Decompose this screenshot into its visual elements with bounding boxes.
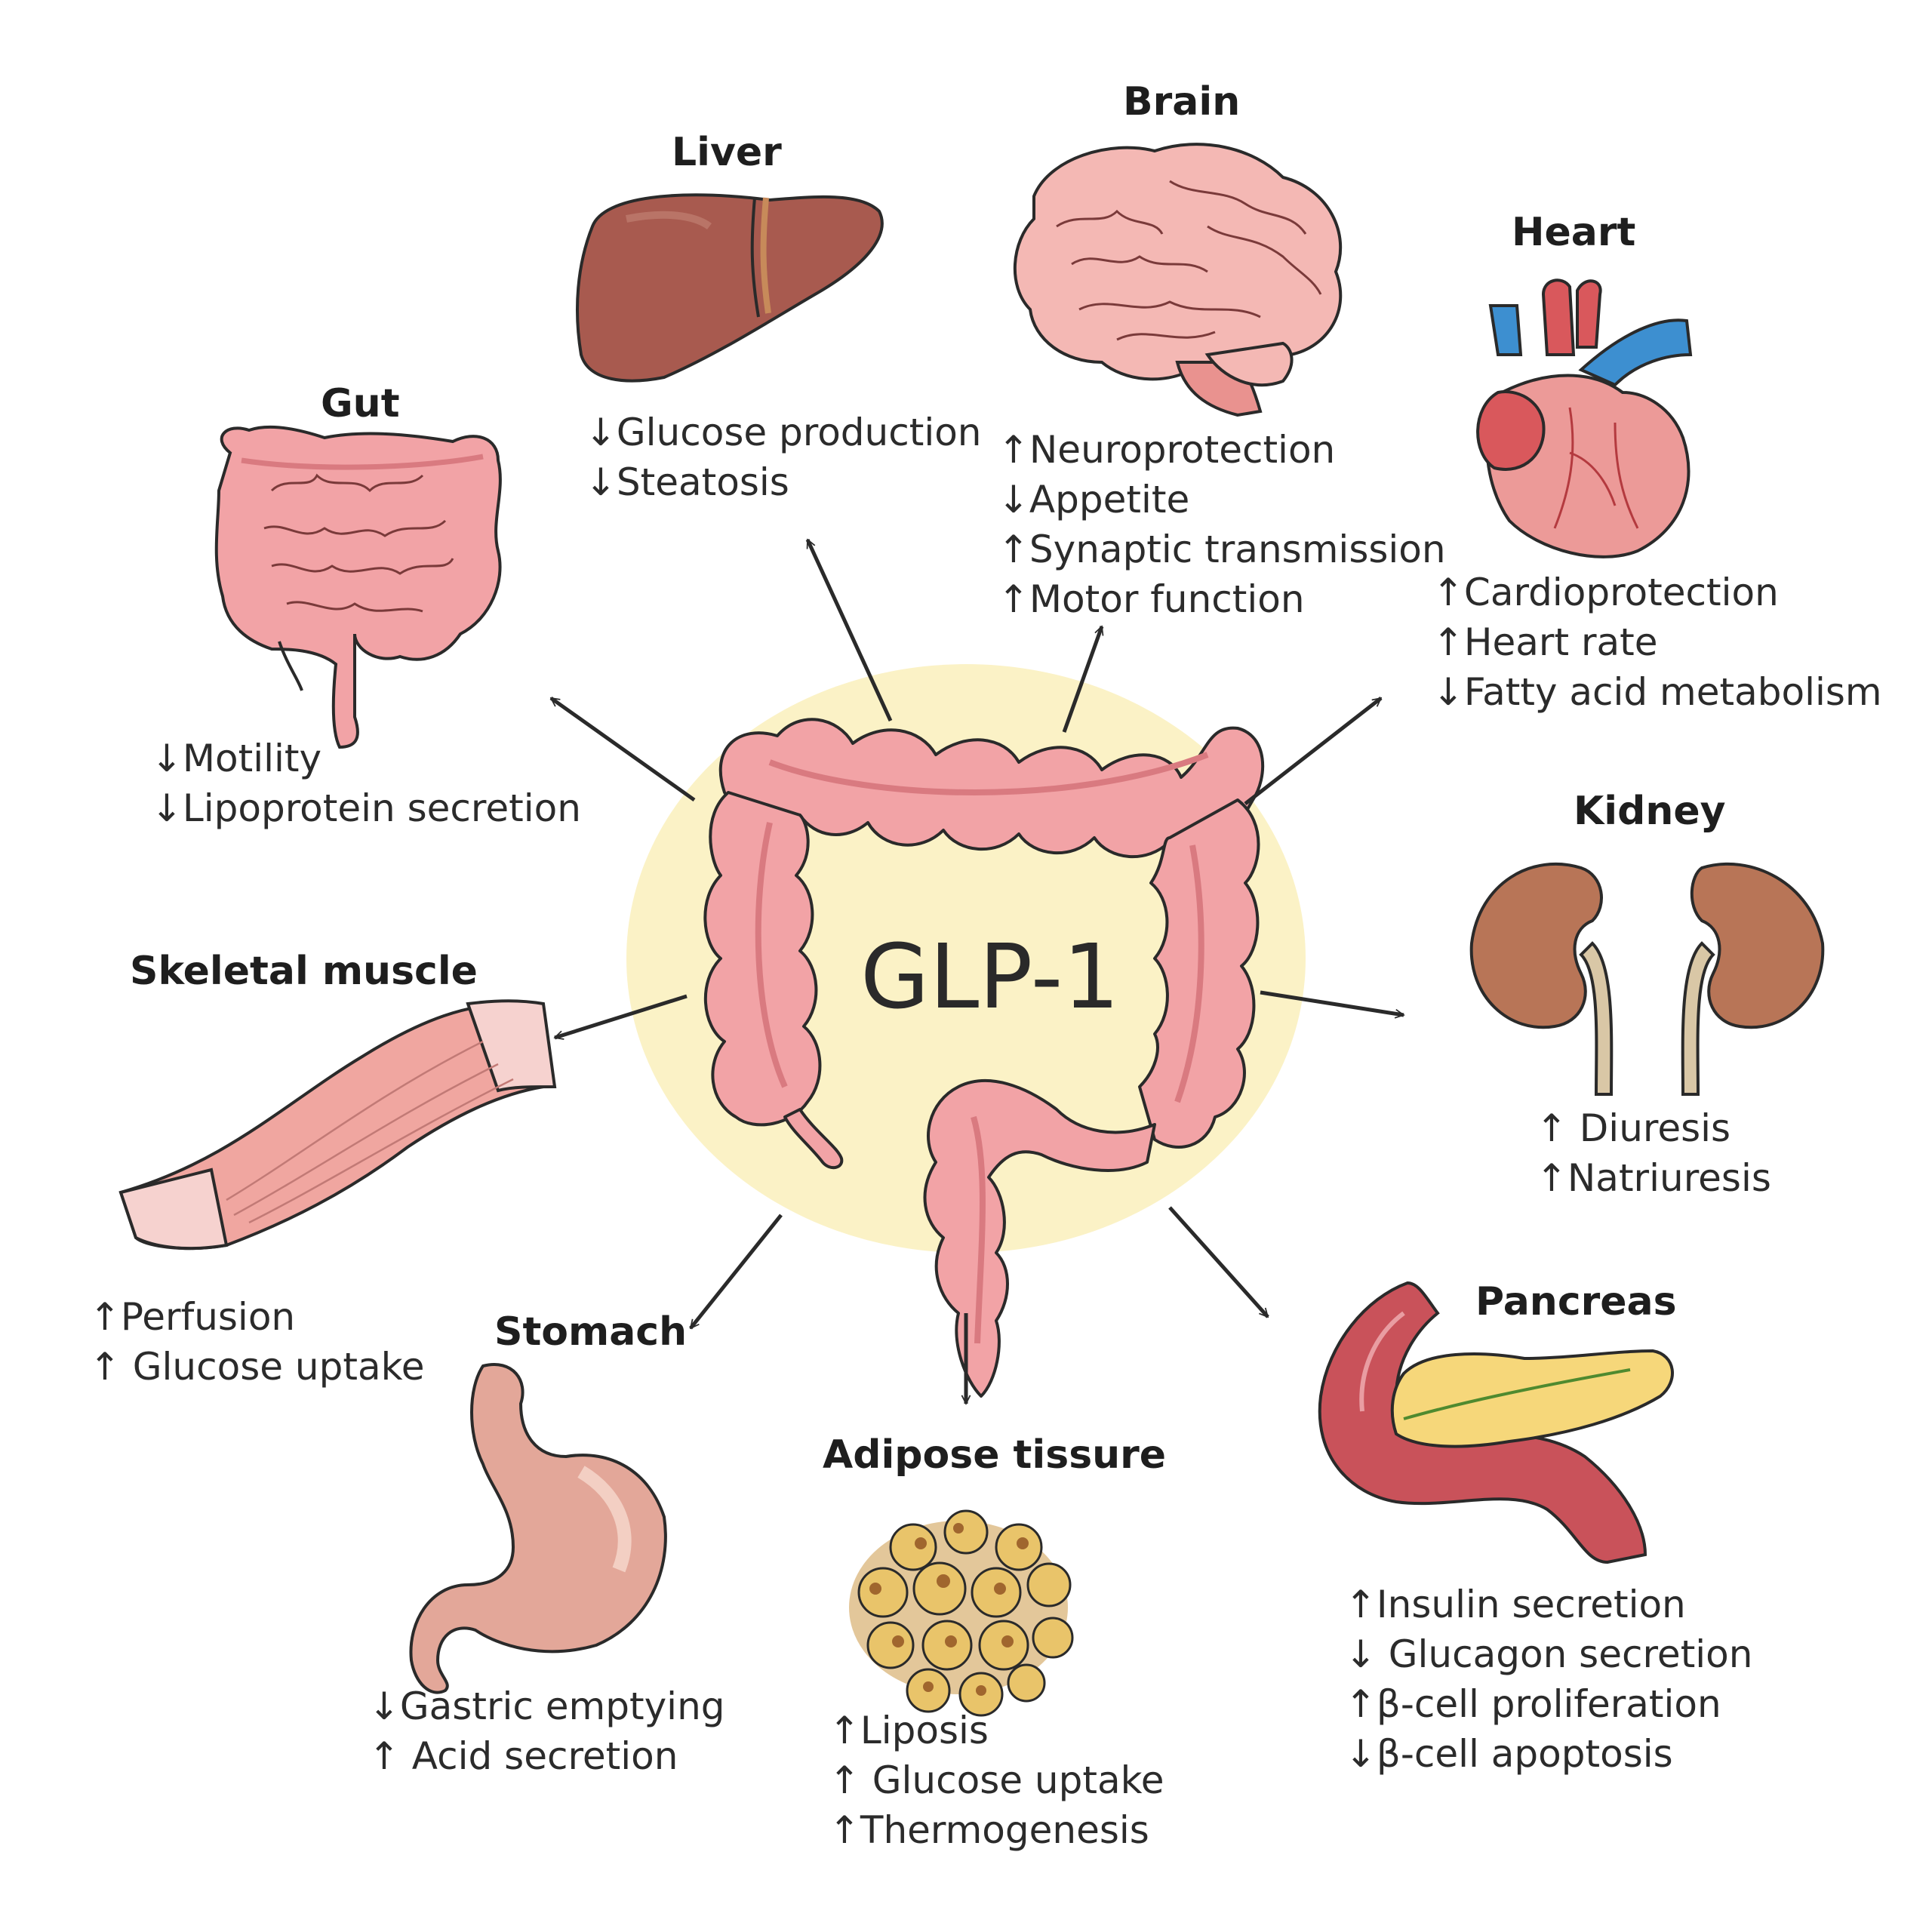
- effect-item: ↑ Glucose uptake: [89, 1342, 425, 1392]
- kidney-illustration: [1469, 862, 1825, 1096]
- stomach-illustration: [409, 1363, 667, 1694]
- effect-arrows: [551, 540, 1404, 1404]
- arrow-glyph: ↓: [151, 786, 183, 830]
- effect-item: ↑Motor function: [998, 574, 1446, 624]
- arrow-glyph: ↓: [1345, 1632, 1377, 1676]
- arrow-glyph: ↑: [1345, 1682, 1377, 1726]
- brain-effects: ↑Neuroprotection ↓Appetite ↑Synaptic tra…: [998, 425, 1446, 624]
- arrow-glyph: ↑: [998, 577, 1029, 621]
- stomach-effects: ↓Gastric emptying ↑ Acid secretion: [368, 1681, 725, 1781]
- liver-title: Liver: [672, 130, 782, 175]
- kidney-effects: ↑ Diuresis ↑Natriuresis: [1536, 1103, 1771, 1203]
- arrow-glyph: ↓: [585, 411, 617, 454]
- adipose-effects: ↑Liposis ↑ Glucose uptake ↑Thermogenesis: [829, 1706, 1164, 1855]
- pancreas-illustration: [1318, 1281, 1674, 1564]
- effect-item: ↓Motility: [151, 734, 581, 783]
- heart-title: Heart: [1512, 210, 1636, 255]
- muscle-title: Skeletal muscle: [130, 949, 478, 994]
- effect-item: ↑ Acid secretion: [368, 1731, 725, 1781]
- gut-effects: ↓Motility ↓Lipoprotein secretion: [151, 734, 581, 833]
- pancreas-effects: ↑Insulin secretion ↓ Glucagon secretion …: [1345, 1580, 1752, 1779]
- muscle-effects: ↑Perfusion ↑ Glucose uptake: [89, 1292, 425, 1392]
- arrow-glyph: ↑: [829, 1808, 860, 1852]
- arrow-glyph: ↑: [1536, 1106, 1567, 1150]
- effect-item: ↑Natriuresis: [1536, 1153, 1771, 1203]
- effect-item: ↑Cardioprotection: [1432, 568, 1882, 617]
- effect-item: ↑Neuroprotection: [998, 425, 1446, 475]
- stomach-title: Stomach: [494, 1309, 688, 1355]
- brain-illustration: [1013, 143, 1343, 417]
- effect-item: ↓Appetite: [998, 475, 1446, 525]
- kidney-title: Kidney: [1574, 789, 1726, 834]
- arrow-to-kidney: [1260, 990, 1404, 1015]
- effect-item: ↓β-cell apoptosis: [1345, 1729, 1752, 1779]
- brain-title: Brain: [1123, 79, 1241, 125]
- adipose-illustration: [849, 1509, 1074, 1717]
- arrow-to-heart: [1244, 697, 1381, 805]
- arrow-glyph: ↑: [89, 1295, 121, 1339]
- effect-item: ↓Glucose production: [585, 408, 982, 457]
- heart-effects: ↑Cardioprotection ↑Heart rate ↓Fatty aci…: [1432, 568, 1882, 717]
- arrow-glyph: ↓: [151, 737, 183, 780]
- arrow-glyph: ↓: [1345, 1732, 1377, 1776]
- effect-item: ↑Liposis: [829, 1706, 1164, 1755]
- arrow-to-brain: [1062, 626, 1102, 733]
- arrow-to-liver: [805, 540, 893, 722]
- effect-item: ↓Fatty acid metabolism: [1432, 667, 1882, 717]
- arrow-glyph: ↑: [998, 528, 1029, 571]
- liver-effects: ↓Glucose production ↓Steatosis: [585, 408, 982, 507]
- arrow-to-pancreas: [1168, 1206, 1269, 1318]
- center-title: GLP-1: [860, 924, 1120, 1029]
- liver-illustration: [576, 193, 884, 383]
- effect-item: ↓Lipoprotein secretion: [151, 783, 581, 833]
- muscle-illustration: [118, 999, 557, 1251]
- central-intestine-illustration: [703, 718, 1265, 1398]
- effect-item: ↑Synaptic transmission: [998, 525, 1446, 574]
- arrow-glyph: ↓: [585, 460, 617, 504]
- arrow-glyph: ↑: [1536, 1156, 1567, 1200]
- effect-item: ↑Heart rate: [1432, 617, 1882, 667]
- effect-item: ↑Thermogenesis: [829, 1805, 1164, 1855]
- heart-illustration: [1476, 278, 1693, 558]
- effect-item: ↑Insulin secretion: [1345, 1580, 1752, 1629]
- arrow-glyph: ↑: [1345, 1583, 1377, 1626]
- effect-item: ↑β-cell proliferation: [1345, 1679, 1752, 1729]
- arrow-glyph: ↑: [829, 1709, 860, 1752]
- gut-title: Gut: [321, 381, 400, 426]
- arrow-glyph: ↓: [1432, 670, 1464, 714]
- arrow-glyph: ↑: [1432, 571, 1464, 614]
- adipose-title: Adipose tissure: [823, 1432, 1167, 1478]
- arrow-to-muscle: [555, 994, 688, 1038]
- effect-item: ↓ Glucagon secretion: [1345, 1629, 1752, 1679]
- arrow-glyph: ↑: [829, 1758, 860, 1802]
- arrow-glyph: ↓: [998, 478, 1029, 521]
- arrow-to-gut: [551, 696, 696, 802]
- gut-illustration: [214, 425, 502, 749]
- effect-item: ↓Gastric emptying: [368, 1681, 725, 1731]
- effect-item: ↑Perfusion: [89, 1292, 425, 1342]
- effect-item: ↑ Glucose uptake: [829, 1755, 1164, 1805]
- pancreas-title: Pancreas: [1475, 1279, 1677, 1324]
- arrow-glyph: ↑: [89, 1345, 121, 1389]
- arrow-to-stomach: [689, 1214, 783, 1330]
- arrow-glyph: ↑: [998, 428, 1029, 472]
- arrow-glyph: ↓: [368, 1684, 400, 1728]
- effect-item: ↑ Diuresis: [1536, 1103, 1771, 1153]
- arrow-glyph: ↑: [368, 1734, 400, 1778]
- arrow-glyph: ↑: [1432, 620, 1464, 664]
- effect-item: ↓Steatosis: [585, 457, 982, 507]
